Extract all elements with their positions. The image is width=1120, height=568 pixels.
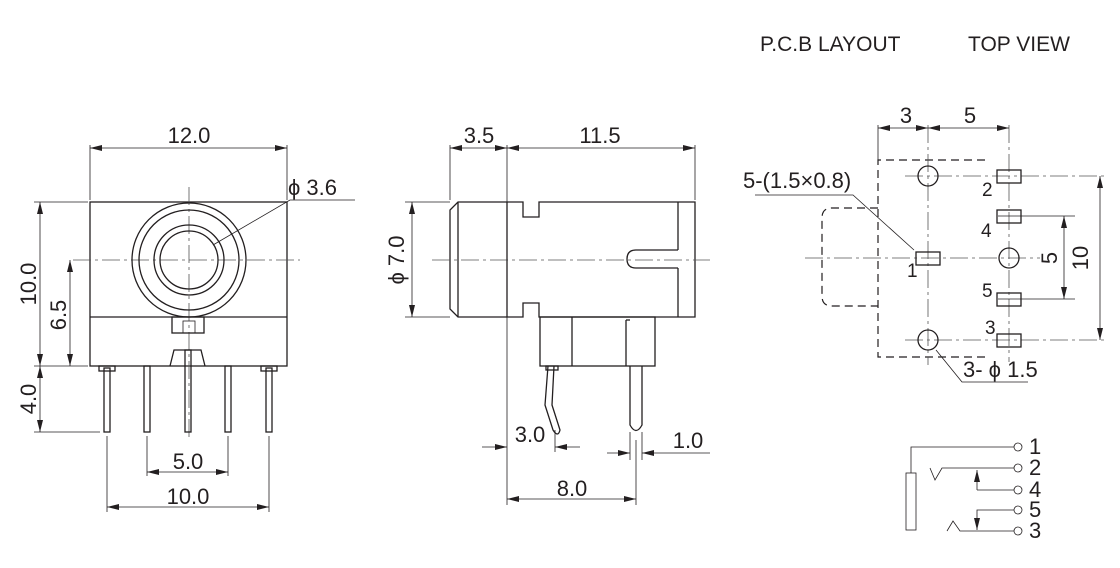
pad-label-5: 5: [982, 281, 993, 302]
side-view: 3.5 11.5 ϕ 7.0 3.0 1.0 8.0: [384, 123, 710, 505]
top-view-title: TOP VIEW: [968, 33, 1070, 56]
dim-body-length: 11.5: [579, 123, 620, 148]
pad-5: [996, 292, 1022, 307]
dim-bent-pin: 3.0: [515, 422, 546, 447]
pad-label-1: 1: [907, 261, 918, 282]
pad-1: [915, 251, 941, 266]
pad-3: [996, 333, 1022, 348]
dim-5-vertical: 5: [1037, 252, 1062, 264]
dim-hole-diameter: ϕ 3.6: [288, 175, 337, 200]
terminal-label-2: 2: [1029, 455, 1041, 480]
front-view: 12.0 ϕ 3.6 10.0 6.5 4.0 5.0 10.0: [16, 123, 355, 512]
front-body: [89, 201, 288, 367]
pcb-layout-title: P.C.B LAYOUT: [760, 33, 901, 56]
front-pins: [98, 349, 278, 433]
pcb-layout: 1 2 4 5 3 3 5 10 5 5-(1.5×0.8) 3- ϕ 1.5: [743, 103, 1105, 383]
terminal-label-3: 3: [1029, 518, 1041, 543]
dim-10: 10: [1068, 246, 1093, 270]
pad-2: [996, 169, 1022, 184]
dim-pin-distance: 8.0: [557, 476, 588, 501]
dim-inner-pitch: 5.0: [173, 449, 204, 474]
pad-label-3: 3: [985, 318, 996, 339]
pad-label-2: 2: [982, 180, 993, 201]
pad-4: [996, 209, 1022, 224]
dim-5: 5: [964, 103, 976, 128]
terminal-label-5: 5: [1029, 497, 1041, 522]
terminal-label-4: 4: [1029, 477, 1041, 502]
hole-size-note: 3- ϕ 1.5: [963, 357, 1038, 382]
dim-pin-width: 1.0: [673, 428, 704, 453]
mount-hole: [917, 165, 939, 187]
plug-contact: [905, 472, 917, 531]
schematic: 1 2 4 5 3: [905, 434, 1041, 543]
dim-pin-length: 4.0: [16, 384, 41, 415]
dim-height: 10.0: [16, 263, 41, 306]
dim-outer-pitch: 10.0: [167, 484, 210, 509]
mount-hole: [917, 329, 939, 351]
dim-center-height: 6.5: [46, 300, 71, 331]
pad-label-4: 4: [981, 221, 992, 242]
dim-front-length: 3.5: [464, 123, 495, 148]
jack-hole: [159, 230, 219, 290]
dim-diameter: ϕ 7.0: [384, 235, 409, 284]
terminal-label-1: 1: [1029, 434, 1041, 459]
mount-hole: [998, 247, 1020, 269]
pad-size-note: 5-(1.5×0.8): [743, 168, 851, 193]
dim-3: 3: [900, 103, 912, 128]
dim-width: 12.0: [168, 123, 211, 148]
